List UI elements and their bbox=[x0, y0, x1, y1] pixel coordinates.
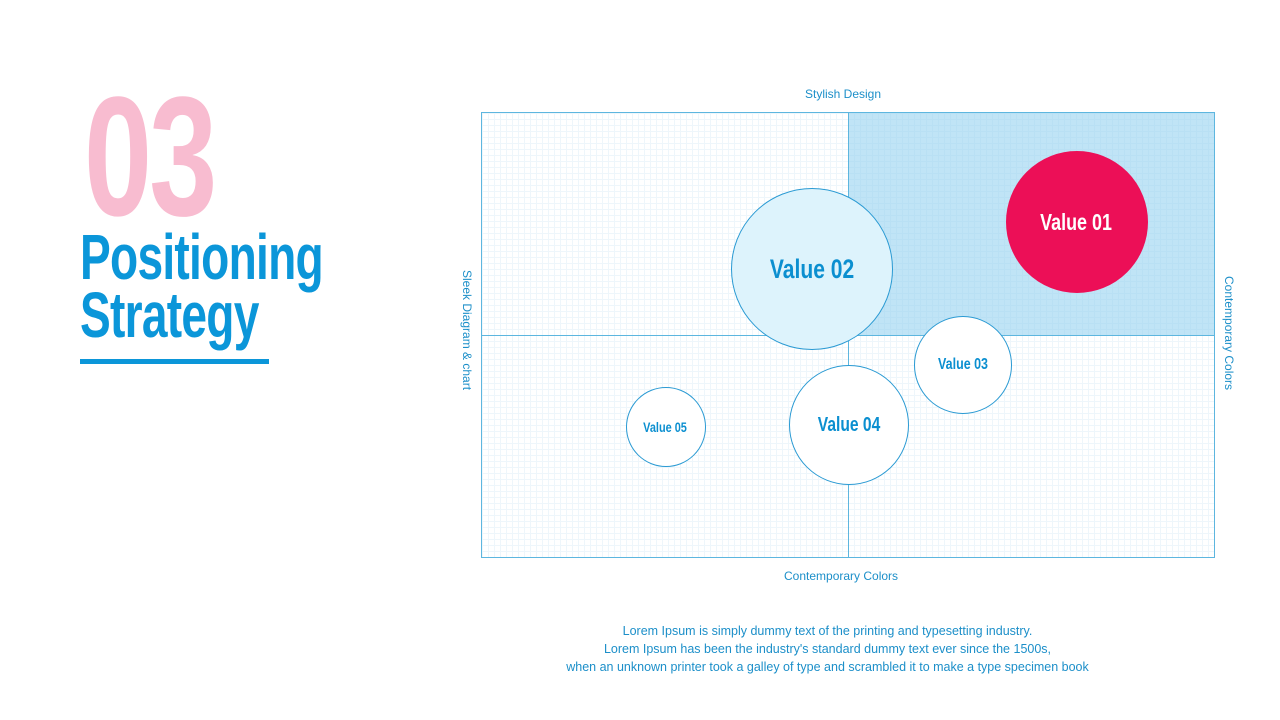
description: Lorem Ipsum is simply dummy text of the … bbox=[500, 622, 1155, 676]
bubble-label: Value 01 bbox=[1040, 208, 1113, 235]
axis-label-top: Stylish Design bbox=[805, 87, 882, 101]
title-line-2: Strategy bbox=[80, 279, 259, 351]
description-line: Lorem Ipsum has been the industry's stan… bbox=[603, 642, 1052, 656]
axis-label-bottom: Contemporary Colors bbox=[784, 569, 899, 583]
title-underline bbox=[80, 359, 269, 364]
bubble-label: Value 02 bbox=[770, 253, 855, 284]
bubble-value-04: Value 04 bbox=[789, 365, 909, 486]
description-line: Lorem Ipsum is simply dummy text of the … bbox=[622, 624, 1033, 638]
title-line-1: Positioning bbox=[80, 221, 324, 293]
bubble-label: Value 05 bbox=[643, 419, 688, 436]
bubble-value-01: Value 01 bbox=[1005, 151, 1148, 294]
axis-label-left: Sleek Diagram & chart bbox=[460, 270, 474, 391]
axis-label-right: Contemporary Colors bbox=[1222, 276, 1236, 391]
slide-title: Positioning Strategy bbox=[80, 221, 324, 351]
bubble-value-03: Value 03 bbox=[913, 315, 1012, 414]
description-line: when an unknown printer took a galley of… bbox=[566, 660, 1089, 674]
bubble-label: Value 04 bbox=[817, 413, 881, 436]
bubble-value-02: Value 02 bbox=[731, 188, 894, 351]
section-number: 03 bbox=[84, 62, 217, 252]
bubble-value-05: Value 05 bbox=[625, 387, 706, 468]
positioning-chart: Value 01 Value 02 Value 03 Value 04 Value 05 bbox=[481, 112, 1215, 558]
bubble-label: Value 03 bbox=[937, 355, 988, 373]
